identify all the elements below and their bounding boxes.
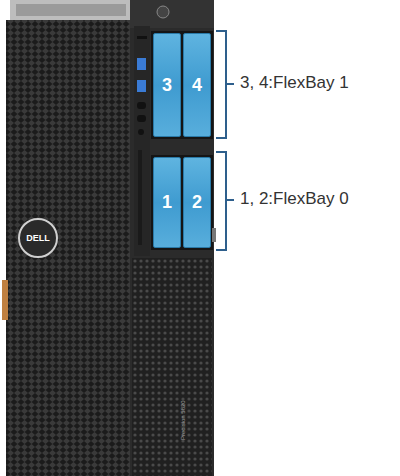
bay-group-label: 3, 4:FlexBay 1 xyxy=(240,73,349,93)
brand-logo: DELL xyxy=(26,233,50,243)
drive-bay: 3 xyxy=(153,33,181,137)
drive-bay: 2 xyxy=(183,157,211,248)
drive-bay: 1 xyxy=(153,157,181,248)
model-text: Precision 5820 xyxy=(180,400,186,440)
bay-number: 1 xyxy=(162,192,172,213)
bay-number: 2 xyxy=(192,192,202,213)
drive-bay: 4 xyxy=(183,33,211,137)
bay-number: 4 xyxy=(192,75,202,96)
bay-number: 3 xyxy=(162,75,172,96)
bay-group-label: 1, 2:FlexBay 0 xyxy=(240,189,349,209)
